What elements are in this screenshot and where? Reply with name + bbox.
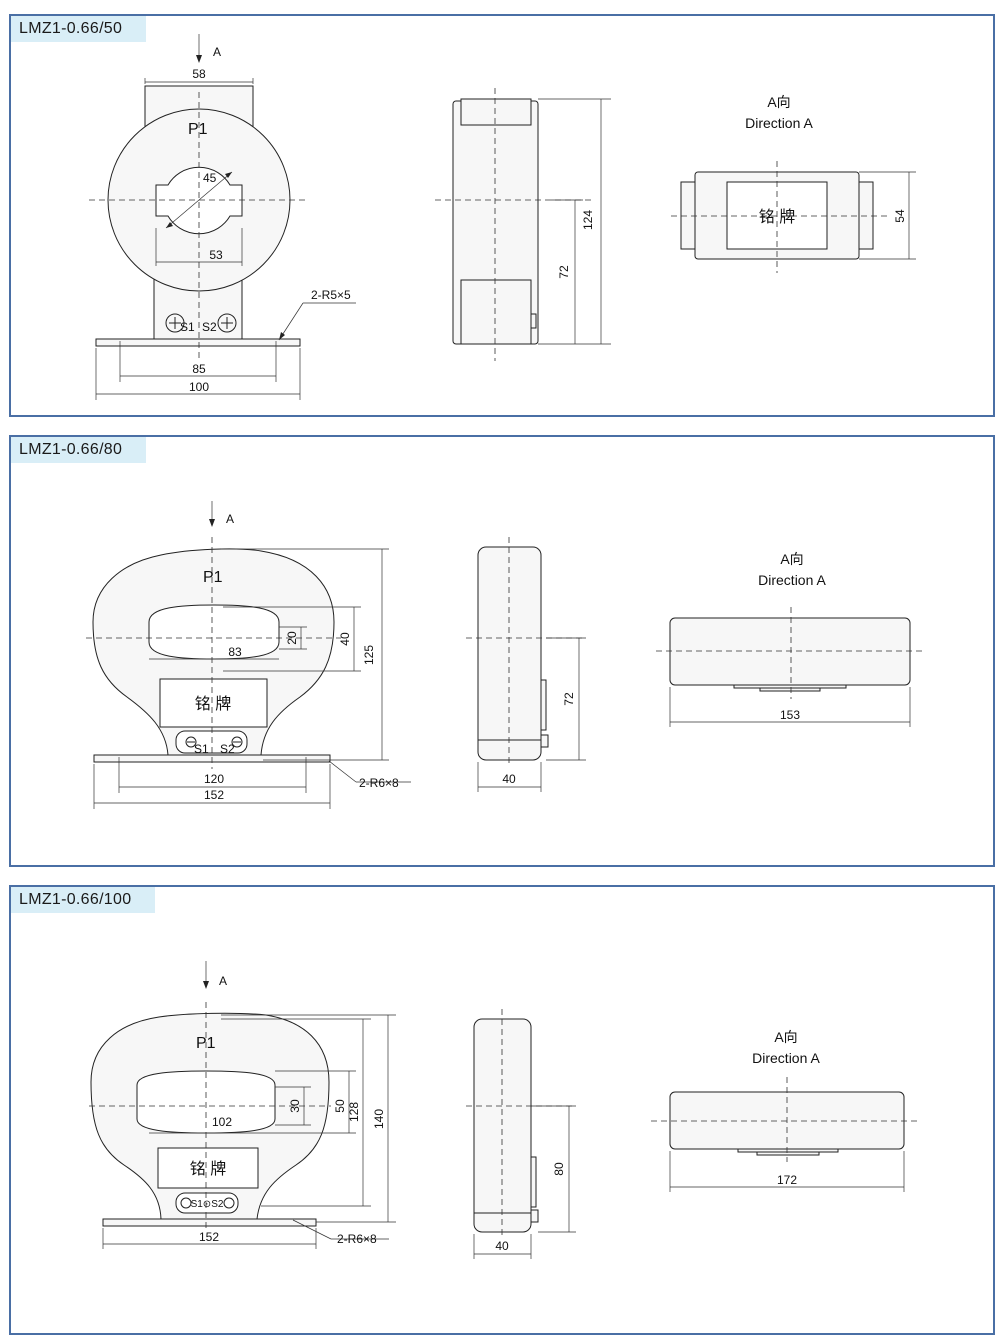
drawing-lmz1-80: A P1 83 20 40 125 铭 牌 S1 S2 120 152 2-R6… (86, 501, 926, 809)
dim-hole-diameter: 45 (203, 171, 217, 185)
primary-window (148, 604, 280, 660)
dim-base-outer: 152 (204, 788, 224, 802)
terminal-s2-label: S2 (220, 742, 235, 756)
nameplate (157, 1147, 259, 1189)
slot-note: 2-R6×8 (337, 1232, 377, 1246)
dim-top-depth: 54 (893, 209, 907, 223)
side-view-80: 72 40 (466, 537, 586, 792)
side-view-50: 124 72 (435, 88, 611, 361)
side-top-lug (460, 98, 532, 126)
mounting-base (95, 338, 301, 347)
dim-window-width: 102 (212, 1115, 232, 1129)
front-view-100: A P1 102 30 50 128 140 铭 牌 S1⊙S2 152 2-R… (89, 961, 396, 1249)
terminal-s1-label: S1 (180, 320, 195, 334)
dim-inner-height: 128 (347, 1102, 361, 1122)
nameplate-label: 铭 牌 (190, 1160, 226, 1178)
front-view-50: A P1 58 45 53 S1 S2 2-R5×5 85 100 (89, 34, 356, 400)
terminal-s-label: S1⊙S2 (191, 1199, 224, 1210)
drawing-lmz1-50: A P1 58 45 53 S1 S2 2-R5×5 85 100 124 72 (89, 34, 916, 400)
front-view-80: A P1 83 20 40 125 铭 牌 S1 S2 120 152 2-R6… (86, 501, 411, 809)
dim-window-outer: 40 (338, 632, 352, 646)
terminal-p1-label: P1 (196, 1035, 216, 1052)
dim-top-width: 153 (780, 708, 800, 722)
terminal-p1-label: P1 (188, 121, 208, 138)
drawing-lmz1-100: A P1 102 30 50 128 140 铭 牌 S1⊙S2 152 2-R… (89, 961, 921, 1259)
model-title: LMZ1-0.66/80 (11, 437, 147, 463)
terminal-block (175, 730, 248, 754)
view-arrow-label: A (219, 974, 227, 988)
dim-window-height: 20 (285, 631, 299, 645)
dim-window-outer: 50 (333, 1099, 347, 1113)
view-arrow-label: A (213, 45, 221, 59)
nameplate (159, 678, 268, 728)
side-body (473, 1018, 532, 1233)
nameplate-label: 铭 牌 (759, 208, 795, 226)
dim-base-outer: 152 (199, 1230, 219, 1244)
slot-note: 2-R6×8 (359, 776, 399, 790)
dim-top-width: 58 (192, 67, 206, 81)
dim-side-lower: 72 (557, 265, 571, 279)
direction-en-label: Direction A (752, 1050, 820, 1066)
mounting-base (102, 1218, 317, 1227)
direction-en-label: Direction A (745, 115, 813, 131)
dim-side-lower: 72 (562, 692, 576, 706)
slot-note: 2-R5×5 (311, 288, 351, 302)
dim-total-height: 140 (372, 1109, 386, 1129)
terminal-block (175, 1192, 239, 1214)
model-title: LMZ1-0.66/100 (11, 887, 156, 913)
dim-base-inner: 85 (192, 362, 206, 376)
terminal-screw-s2 (217, 313, 237, 333)
top-view-100: A向 Direction A 172 (651, 1029, 921, 1192)
dim-side-lower: 80 (552, 1162, 566, 1176)
model-title: LMZ1-0.66/50 (11, 16, 147, 42)
top-view-50: A向 Direction A 铭 牌 54 (671, 94, 916, 273)
top-view-80: A向 Direction A 153 (656, 551, 926, 727)
side-view-100: 80 40 (466, 1009, 576, 1259)
dim-window-height: 30 (288, 1099, 302, 1113)
drawing-panel-lmz1-80: A P1 83 20 40 125 铭 牌 S1 S2 120 152 2-R6… (9, 435, 995, 867)
dim-total-height: 125 (362, 645, 376, 665)
terminal-p1-label: P1 (203, 569, 223, 586)
top-body (669, 617, 911, 686)
terminal-screw-s1 (165, 313, 185, 333)
terminal-s2-label: S2 (202, 320, 217, 334)
terminal-s1-label: S1 (194, 742, 209, 756)
direction-cn-label: A向 (774, 1029, 797, 1045)
dim-side-total: 124 (581, 210, 595, 230)
drawing-panel-lmz1-100: A P1 102 30 50 128 140 铭 牌 S1⊙S2 152 2-R… (9, 885, 995, 1335)
view-arrow-label: A (226, 512, 234, 526)
direction-cn-label: A向 (780, 551, 803, 567)
nameplate-label: 铭 牌 (195, 695, 231, 713)
dim-hole-width: 53 (209, 248, 223, 262)
dim-window-width: 83 (228, 645, 242, 659)
dim-base-inner: 120 (204, 772, 224, 786)
primary-window (155, 166, 243, 235)
side-terminal (460, 279, 532, 345)
dim-top-width: 172 (777, 1173, 797, 1187)
direction-en-label: Direction A (758, 572, 826, 588)
dim-side-depth: 40 (495, 1239, 509, 1253)
direction-cn-label: A向 (767, 94, 790, 110)
dim-side-depth: 40 (502, 772, 516, 786)
dim-base-outer: 100 (189, 380, 209, 394)
side-body (477, 546, 542, 761)
drawing-panel-lmz1-50: A P1 58 45 53 S1 S2 2-R5×5 85 100 124 72 (9, 14, 995, 417)
